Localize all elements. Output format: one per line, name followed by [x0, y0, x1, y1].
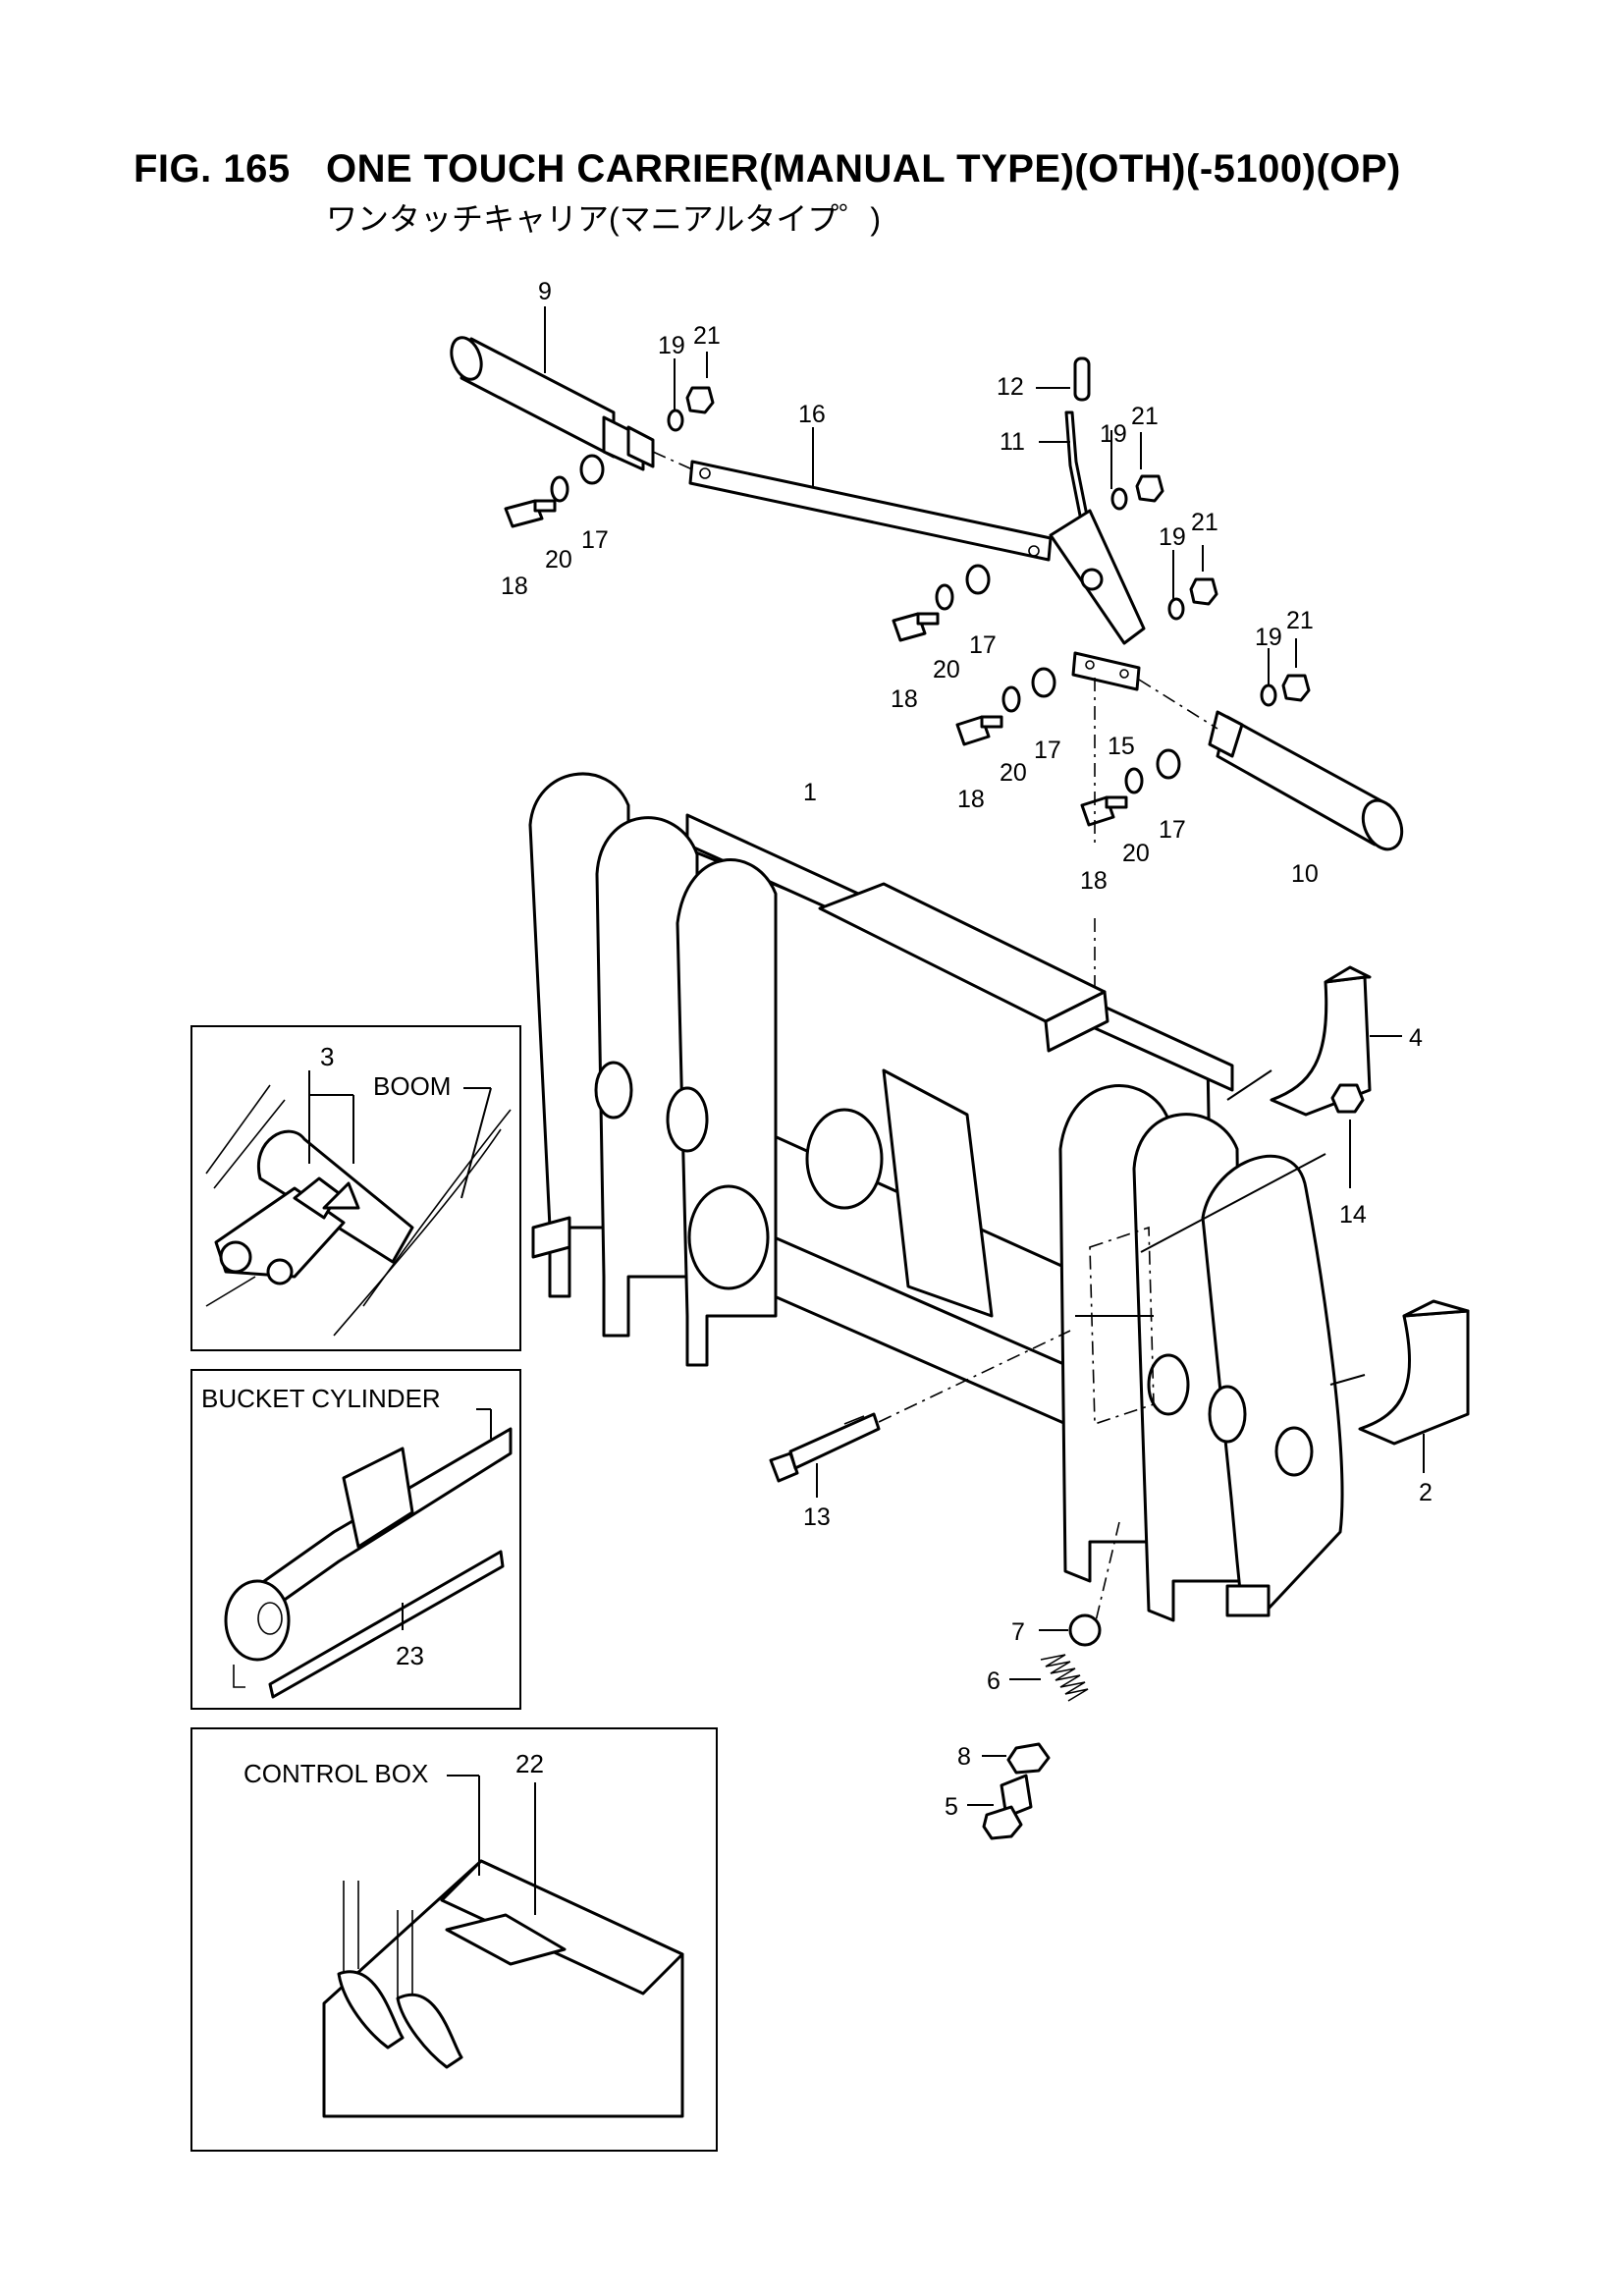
part-15-plate: [1071, 651, 1141, 691]
callout-19b: 19: [1100, 420, 1127, 448]
callout-18b: 18: [891, 685, 918, 713]
callout-10: 10: [1291, 860, 1319, 888]
callout-20a: 20: [545, 546, 572, 574]
callout-21d: 21: [1286, 607, 1314, 634]
inset-label-boom-callout: 3: [320, 1042, 334, 1071]
callout-8: 8: [957, 1743, 971, 1771]
callout-21b: 21: [1131, 403, 1159, 430]
callout-16: 16: [798, 401, 826, 428]
part-2-hook: [1358, 1299, 1470, 1446]
figure-number: FIG. 165: [134, 147, 291, 191]
callout-4: 4: [1409, 1024, 1423, 1052]
callout-19d: 19: [1255, 624, 1282, 651]
callout-17d: 17: [1159, 816, 1186, 844]
inset-label-control-callout: 22: [515, 1749, 544, 1778]
hardware-set-a: [504, 386, 715, 528]
figure-title-text: ONE TOUCH CARRIER(MANUAL TYPE)(OTH)(-510…: [326, 147, 1401, 191]
callout-21a: 21: [693, 322, 721, 350]
callout-7: 7: [1011, 1618, 1025, 1646]
part-6-spring: [1040, 1654, 1089, 1702]
part-8-nut: [1006, 1742, 1051, 1775]
callout-15: 15: [1108, 733, 1135, 760]
part-14-nut: [1330, 1083, 1365, 1114]
part-13-long-bolt: [769, 1412, 881, 1483]
part-4-hook: [1270, 965, 1372, 1117]
callout-6: 6: [987, 1667, 1001, 1695]
callout-18a: 18: [501, 573, 528, 600]
callout-12: 12: [997, 373, 1024, 401]
callout-2: 2: [1419, 1479, 1433, 1506]
hardware-set-b: [892, 474, 1218, 642]
part-11-lever: [1049, 410, 1146, 645]
callout-21c: 21: [1191, 509, 1218, 536]
callout-17b: 17: [969, 631, 997, 659]
callout-18c: 18: [957, 786, 985, 813]
callout-18d: 18: [1080, 867, 1108, 895]
hardware-set-d: [1080, 748, 1181, 827]
callout-11: 11: [1000, 428, 1025, 456]
callout-20c: 20: [1000, 759, 1027, 787]
part-16-link-bar: [688, 460, 1053, 562]
callout-9: 9: [538, 278, 552, 305]
figure-title: FIG. 165 ONE TOUCH CARRIER(MANUAL TYPE)(O…: [134, 147, 1401, 191]
callout-20d: 20: [1122, 840, 1150, 867]
inset-control-box: [190, 1727, 718, 2152]
inset-label-control-box: CONTROL BOX: [243, 1759, 428, 1788]
callout-13: 13: [803, 1503, 831, 1531]
inset-bucket-cylinder: [190, 1369, 521, 1710]
callout-19a: 19: [658, 332, 685, 359]
inset-boom: [190, 1025, 521, 1351]
callout-17a: 17: [581, 526, 609, 554]
callout-20b: 20: [933, 656, 960, 683]
figure-subtitle: ワンタッチキャリア(マニアルタイプ゜): [326, 201, 881, 237]
part-10-right-handle: [1208, 710, 1404, 851]
inset-label-boom: BOOM: [373, 1071, 451, 1101]
callout-19c: 19: [1159, 523, 1186, 551]
callout-1: 1: [803, 779, 817, 806]
inset-label-bucket-callout: 23: [396, 1641, 424, 1670]
part-7-ball: [1068, 1613, 1102, 1647]
part-9-left-handle: [450, 336, 655, 471]
callout-14: 14: [1339, 1201, 1367, 1229]
hardware-set-c: [955, 667, 1311, 746]
callout-17c: 17: [1034, 737, 1061, 764]
inset-label-bucket-cylinder: BUCKET CYLINDER: [201, 1384, 441, 1413]
part-5-bolt: [982, 1774, 1033, 1840]
part-1-carrier-frame: [528, 772, 1344, 1622]
part-12-grip: [1073, 356, 1091, 402]
callout-5: 5: [945, 1793, 958, 1821]
